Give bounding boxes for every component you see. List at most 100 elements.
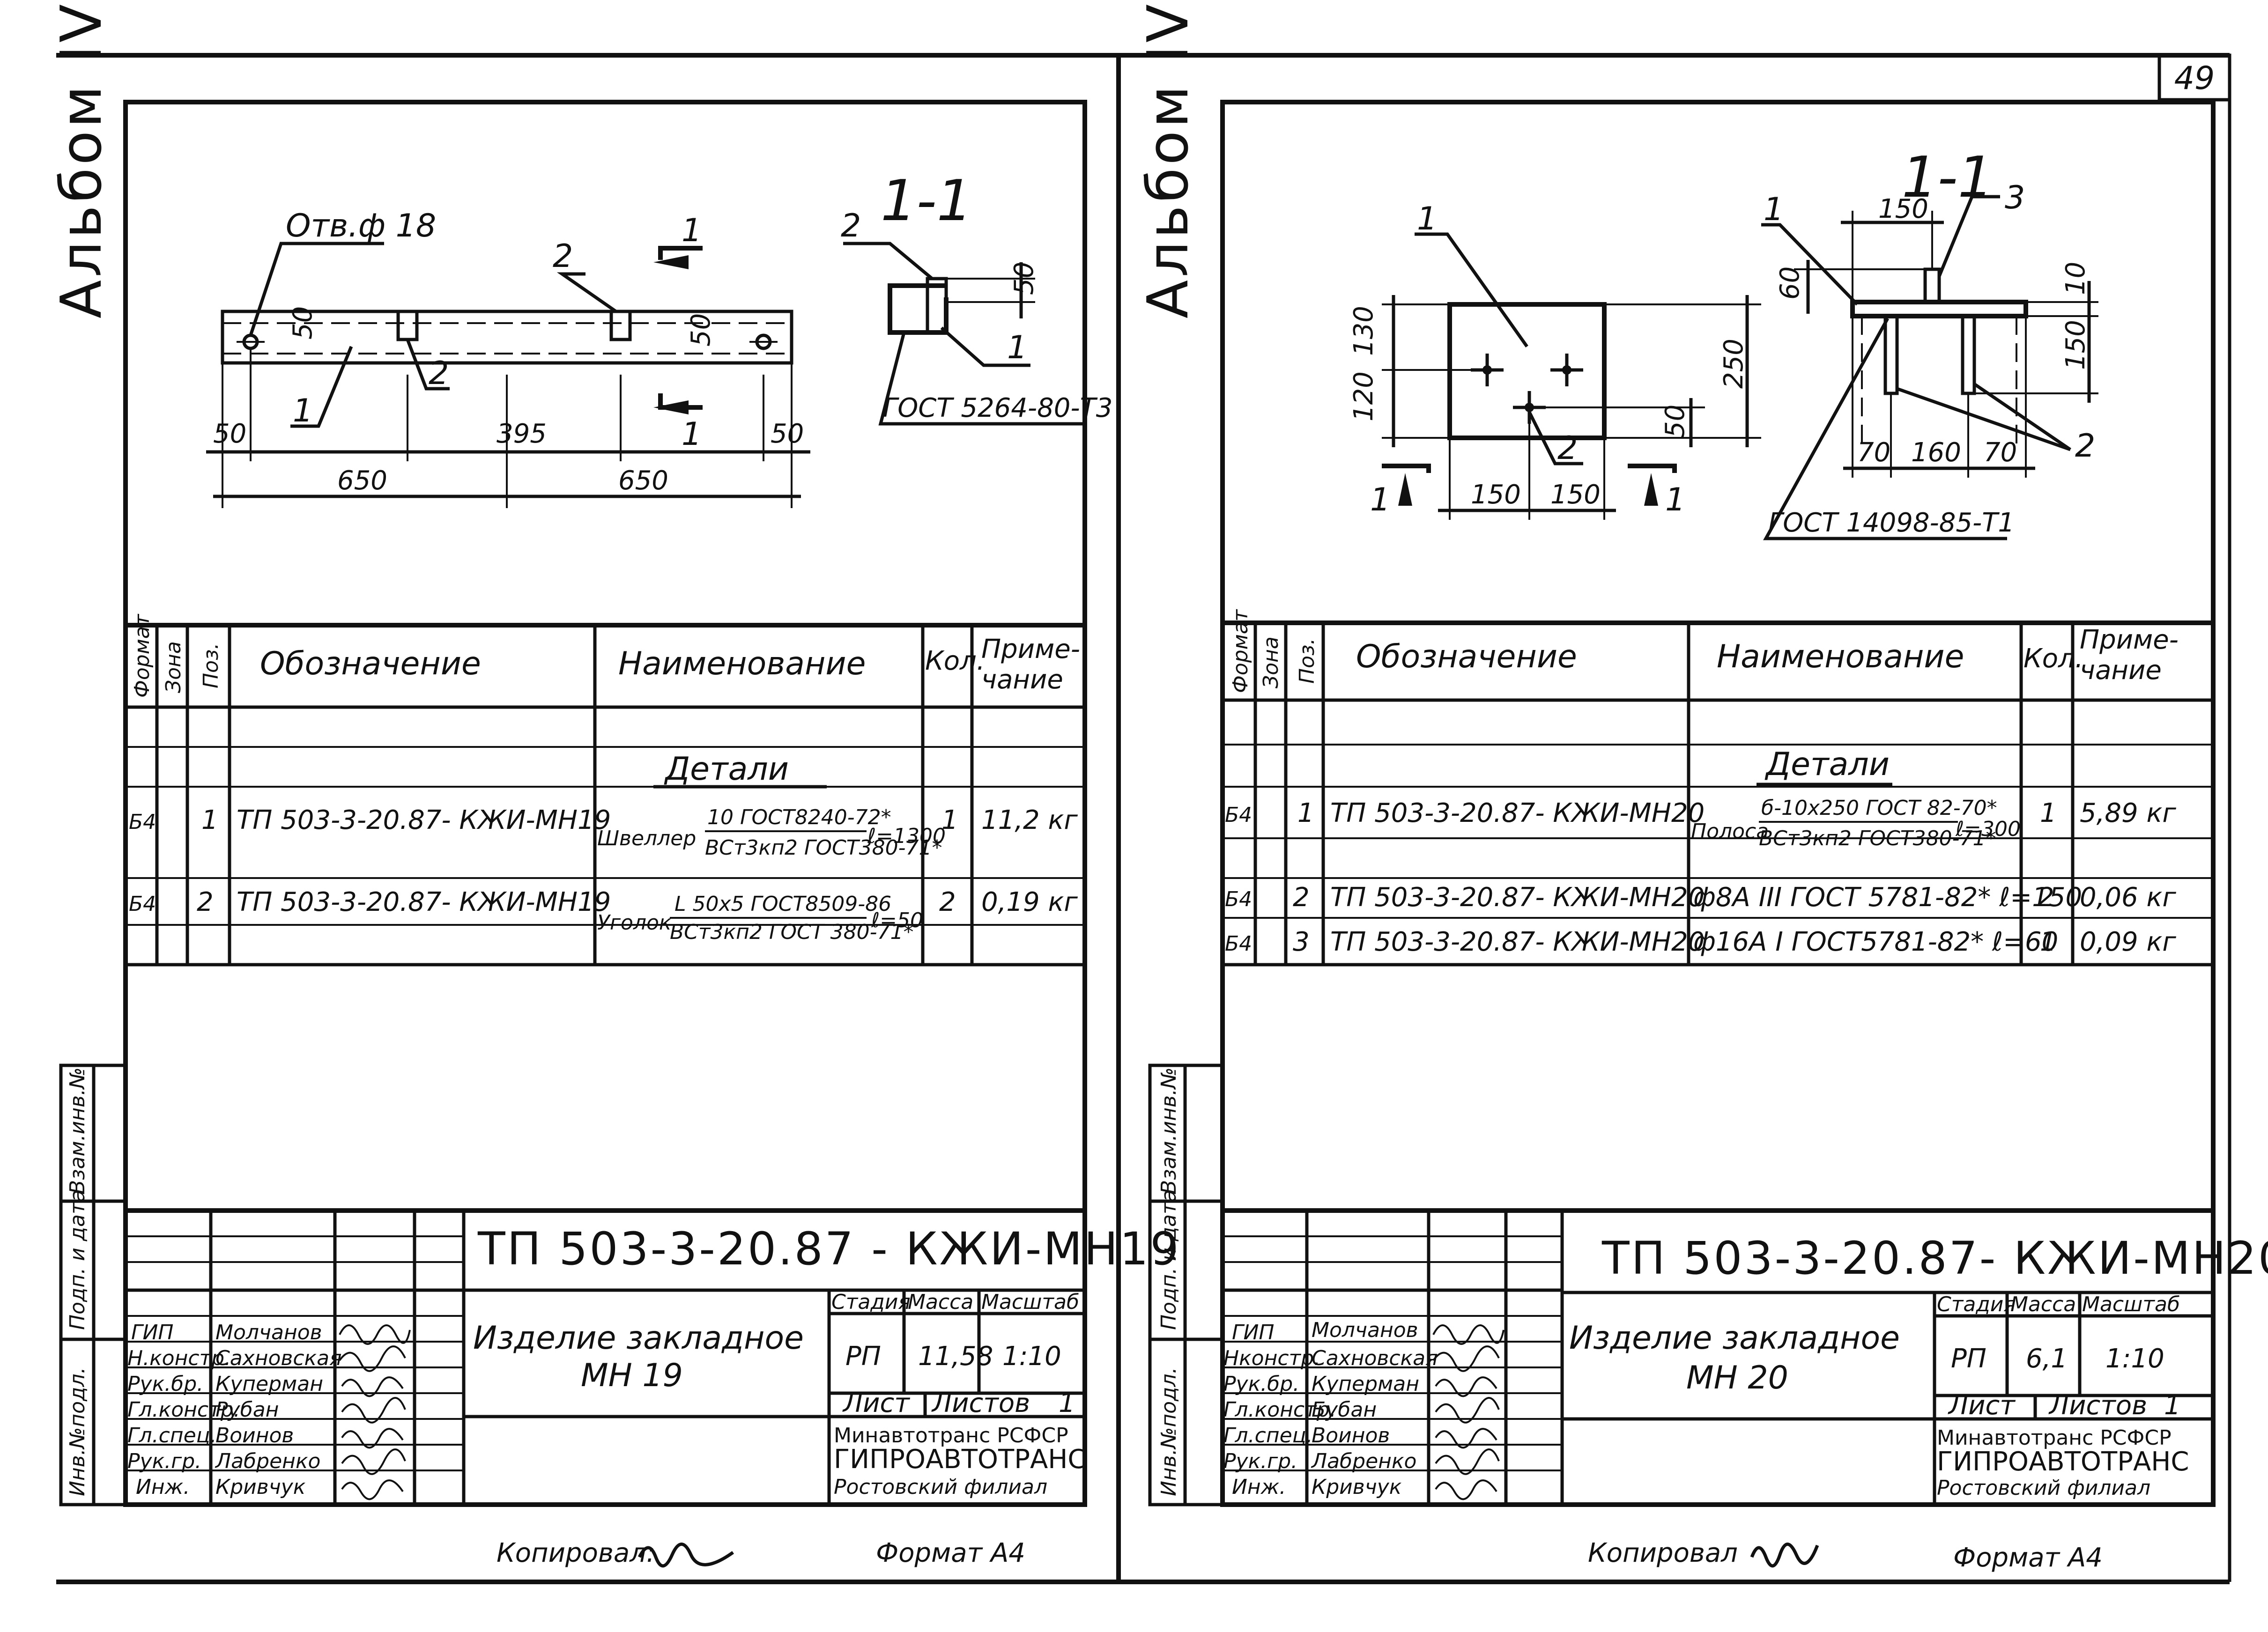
staff-name-6: Кривчук [215,1475,306,1499]
stage-value: РП [845,1341,881,1372]
section-arrow [1398,473,1412,506]
r2-staff-role-4: Гл.спец. [1223,1424,1313,1447]
dim-120: 120 [1349,371,1379,421]
r2-row2-format: Б4 [1225,887,1252,911]
th-pos: Поз. [199,643,223,688]
org-line-3: Ростовский филиал [834,1475,1047,1499]
r2-row1-format: Б4 [1225,803,1252,827]
r2-row3-note: 0,09 кг [2080,927,2176,957]
bar-section [1961,314,1976,395]
signatures [339,1324,411,1500]
scale-value: 1:10 [1002,1341,1061,1372]
th-note-2: чание [981,665,1063,695]
pos1-label: 1 [1417,200,1437,237]
r2-staff-name-6: Кривчук [1312,1475,1402,1499]
dim-50: 50 [1660,405,1690,438]
section-title: 1-1 [881,169,972,234]
spec-table: Формат Зона Поз. Обозначение Наименовани… [126,613,1085,967]
r2-staff-name-2: Куперман [1312,1372,1419,1396]
r2-staff-role-6: Инж. [1232,1475,1286,1499]
r2-row1-name-top: б-10х250 ГОСТ 82-70* [1761,796,1997,820]
section-pos2: 2 [841,207,861,244]
format-label: Формат А4 [876,1538,1025,1568]
th-zone-2: Зона [1259,636,1283,688]
staff-name-3: Рубан [215,1398,279,1422]
drawing-mn20: 1 2 130 120 250 50 150 150 [1349,145,2098,540]
th-designation-2: Обозначение [1356,638,1577,675]
r2-row2-pos: 2 [1293,882,1310,913]
pos1-label: 1 [293,392,313,429]
row1-format: Б4 [129,810,156,834]
dim-10: 10 [2060,262,2091,295]
leader-pos2 [1527,411,1583,465]
section-pos1: 1 [1007,329,1027,366]
copied-label: Копировал: [497,1538,655,1568]
doc-title-1-2: Изделие закладное [1569,1320,1900,1357]
scale-label: Масштаб [981,1290,1079,1314]
spec-table-2: Формат Зона Поз. Обозначение Наименовани… [1223,609,2213,967]
org-line-1-2: Минавтотранс РСФСР [1937,1426,2172,1450]
mass-label-2: Масса [2010,1292,2076,1316]
bar-section [1883,314,1899,395]
staff-role-5: Рук.гр. [127,1449,201,1473]
dim-50-c: 50 [213,419,246,449]
section-title-details: Детали [664,751,789,788]
doc-code-2: ТП 503-3-20.87- КЖИ-МН20 [1601,1232,2268,1285]
staff-role-6: Инж. [136,1475,190,1499]
section-title-2: 1-1 [1902,145,1994,210]
leader-pos2 [406,339,450,391]
plate [1447,302,1607,440]
doc-title-1: Изделие закладное [473,1320,804,1357]
frame-left [123,100,1087,1507]
th-designation: Обозначение [260,645,481,682]
sheet-right: Альбом IV 1 2 130 120 [1136,1,2268,1573]
org-line-2: ГИПРОАВТОТРАНС [834,1444,1086,1475]
section-arrow [653,255,689,269]
th-note-1: Приме- [981,634,1080,665]
staff-name-4: Воинов [215,1424,294,1447]
dim-160: 160 [1911,437,1961,468]
r2-row2-note: 0,06 кг [2080,882,2176,913]
r2-row1-length: ℓ=300 [1955,817,2021,841]
leader-pos1 [290,346,353,428]
th-pos-2: Поз. [1295,638,1319,684]
scale-label-2: Масштаб [2082,1292,2180,1316]
row2-pos: 2 [197,887,214,917]
hole-label: Отв.ф 18 [286,207,436,244]
dim-150-side: 150 [2060,320,2091,370]
r2-staff-name-3: Бубан [1312,1398,1377,1422]
r2-row2-name: ф8А III ГОСТ 5781-82* ℓ=150 [1693,882,2082,913]
dim-70-b: 70 [1984,437,2017,468]
leader-pos3 [1937,195,2000,277]
r2-staff-role-2: Рук.бр. [1223,1372,1299,1396]
th-format: Формат [130,613,154,698]
row1-name-top: 10 ГОСТ8240-72* [707,805,891,829]
side-stamp: Взам.инв.№ Подп. и дата Инв.№подл. [59,1063,127,1506]
r2-row1-note: 5,89 кг [2080,798,2176,828]
th-qty-2: Кол. [2023,643,2083,674]
dim-50-b: 50 [686,313,716,347]
leader-hole [249,242,384,336]
pos1b-label: 1 [1764,191,1784,228]
row1-name: Швеллер [597,827,696,850]
r2-row2-designation: ТП 503-3-20.87- КЖИ-МН20 [1330,882,1705,913]
staff-name-5: Лабренко [215,1449,320,1473]
r2-staff-name-1: Сахновская [1312,1346,1438,1370]
r2-row1-name: Полоса [1691,820,1769,843]
section-title-details-2: Детали [1764,746,1890,783]
dim-395: 395 [497,419,547,449]
stamp-inv-orig: Инв.№подл. [66,1367,89,1496]
album-label-2: Альбом IV [1136,1,1201,318]
row2-length: ℓ=50 [871,908,923,932]
row1-designation: ТП 503-3-20.87- КЖИ-МН19 [237,805,611,835]
staff-role-2: Рук.бр. [127,1372,203,1396]
scale-value-2: 1:10 [2105,1344,2164,1374]
leader-section-pos2 [843,242,934,280]
dim-150-b: 150 [1550,480,1601,510]
r2-staff-role-3: Гл.констр. [1223,1398,1336,1422]
page-number: 49 [2174,60,2215,97]
channel-section [888,283,949,335]
sheets-label: Листов [931,1388,1030,1418]
staff-name-2: Куперман [215,1372,323,1396]
sheets-label-2: Листов [2048,1390,2147,1421]
